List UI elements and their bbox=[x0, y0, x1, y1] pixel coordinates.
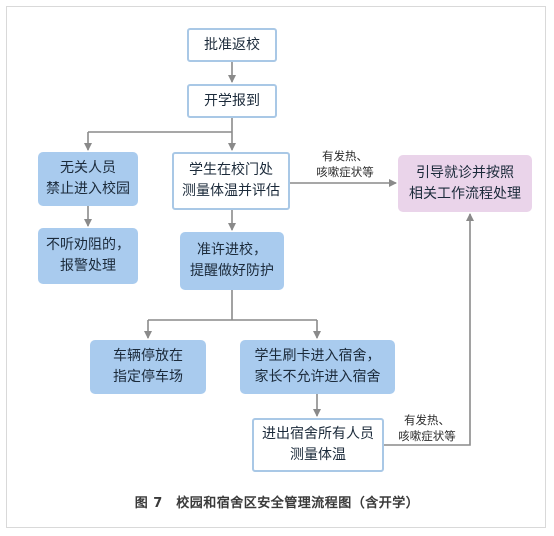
figure-caption: 图 7 校园和宿舍区安全管理流程图（含开学） bbox=[134, 496, 420, 511]
node-unrelated-persons: 无关人员 禁止进入校园 bbox=[38, 152, 138, 206]
node-dorm-temperature: 进出宿舍所有人员 测量体温 bbox=[252, 418, 384, 472]
arrow-dorm-to-guide bbox=[384, 213, 474, 446]
edge-label-fever-cough-gate: 有发热、 咳嗽症状等 bbox=[316, 149, 374, 179]
node-approve-return: 批准返校 bbox=[187, 28, 277, 62]
node-school-report: 开学报到 bbox=[187, 84, 277, 118]
edge-label-fever-cough-dorm: 有发热、 咳嗽症状等 bbox=[398, 413, 456, 443]
node-gate-temperature: 学生在校门处 测量体温并评估 bbox=[172, 152, 290, 210]
node-refuse-persuasion: 不听劝阻的， 报警处理 bbox=[38, 228, 138, 284]
node-student-card-dorm: 学生刷卡进入宿舍， 家长不允许进入宿舍 bbox=[240, 340, 395, 394]
node-guide-treatment: 引导就诊并按照 相关工作流程处理 bbox=[398, 155, 532, 212]
figure-frame bbox=[6, 6, 546, 528]
node-vehicle-parking: 车辆停放在 指定停车场 bbox=[90, 340, 206, 394]
node-allow-entry: 准许进校， 提醒做好防护 bbox=[180, 232, 284, 290]
